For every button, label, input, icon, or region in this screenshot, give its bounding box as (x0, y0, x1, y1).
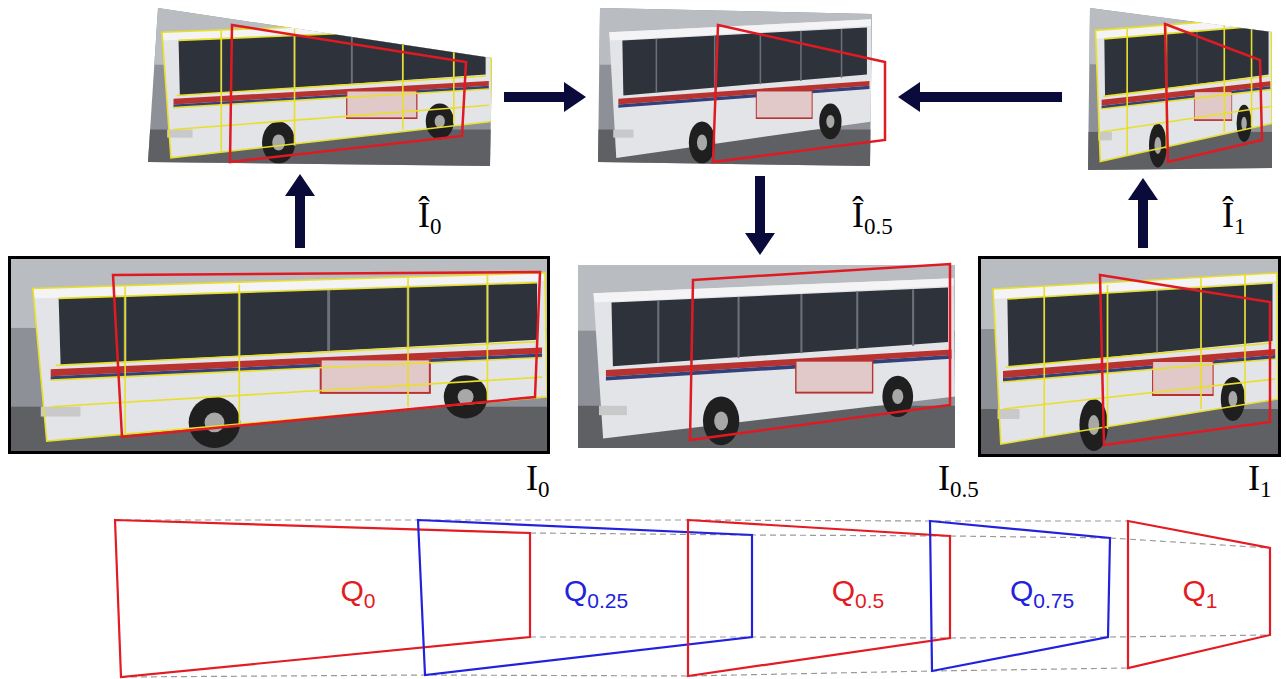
bus-lines (1095, 17, 1272, 162)
quad-shape: Q0.25 (416, 518, 754, 677)
bus-photo (11, 259, 547, 451)
label-letter: I (1248, 458, 1260, 498)
red-quad (1100, 275, 1270, 445)
label-letter: Î (852, 195, 864, 235)
image-panel: Î0 (148, 8, 492, 166)
label-subscript: 1 (1234, 214, 1246, 239)
label-subscript: 1 (1206, 590, 1218, 613)
quad-shape: Q0.5 (686, 518, 952, 678)
image-label: I0.5 (938, 458, 979, 503)
image-panel: I1 (978, 256, 1281, 457)
rectified-image (1088, 5, 1272, 170)
label-subscript: 0.5 (950, 477, 979, 502)
block-arrow (1138, 198, 1148, 248)
guide-lines (115, 520, 1270, 677)
quad-label: Q0.75 (1010, 574, 1074, 613)
quad-shape: Q0 (113, 518, 532, 679)
quad-shape: Q1 (1126, 519, 1272, 670)
label-subscript: 0.5 (864, 214, 893, 239)
bus-photo (1088, 5, 1272, 170)
label-letter: Q (340, 574, 363, 607)
label-subscript: 0 (364, 590, 376, 613)
quad-outline (113, 518, 532, 679)
quad-outline (115, 520, 530, 677)
red-quad (1165, 24, 1262, 162)
label-letter: I (938, 458, 950, 498)
bus-photo (148, 8, 492, 166)
red-quad (713, 25, 885, 162)
image-panel: I0 (8, 256, 550, 454)
quad-outline (930, 521, 1110, 671)
block-arrow (504, 92, 566, 102)
red-quad (690, 264, 950, 440)
image-panel: I0.5 (578, 265, 955, 448)
label-subscript: 0 (538, 477, 550, 502)
bus-lines (33, 273, 547, 441)
label-letter: I (526, 458, 538, 498)
red-quad (230, 25, 466, 162)
guide-line (530, 533, 1270, 548)
quad-label: Q0 (340, 574, 375, 613)
bus-photo (981, 259, 1278, 454)
block-arrow (755, 176, 765, 235)
label-subscript: 0.5 (855, 590, 884, 613)
bus-photo (598, 8, 872, 166)
label-letter: Q (564, 574, 587, 607)
quad-outline (688, 520, 950, 676)
quad-label: Q1 (1182, 574, 1217, 613)
label-subscript: 0 (430, 214, 442, 239)
quad-outline (686, 518, 952, 678)
quad-shape: Q0.75 (928, 519, 1112, 673)
label-subscript: 1 (1260, 477, 1272, 502)
red-quad (113, 272, 540, 437)
label-letter: Q (1182, 574, 1205, 607)
quad-outline (1128, 521, 1270, 668)
image-label: I1 (1248, 458, 1272, 503)
quad-outline (418, 520, 752, 675)
image-label: I0 (526, 458, 550, 503)
label-letter: Î (1222, 195, 1234, 235)
image-label: Î0 (418, 195, 442, 240)
quad-label: Q0.5 (832, 574, 885, 613)
rectified-image (598, 8, 872, 166)
bus-lines (993, 273, 1278, 444)
guide-line (115, 520, 1128, 521)
label-subscript: 0.75 (1033, 590, 1074, 613)
image-panel: Î1 (1088, 5, 1272, 170)
block-arrow (295, 194, 305, 248)
bus-photo (578, 265, 955, 448)
guide-line (121, 668, 1128, 677)
image-panel: Î0.5 (598, 8, 872, 166)
rectified-image (148, 8, 492, 166)
label-letter: Q (1010, 574, 1033, 607)
quad-label: Q0.25 (564, 574, 628, 613)
image-label: Î0.5 (852, 195, 893, 240)
label-subscript: 0.25 (587, 590, 628, 613)
label-letter: Î (418, 195, 430, 235)
image-label: Î1 (1222, 195, 1246, 240)
guide-line (530, 635, 1270, 638)
label-letter: Q (832, 574, 855, 607)
block-arrow (918, 92, 1062, 102)
